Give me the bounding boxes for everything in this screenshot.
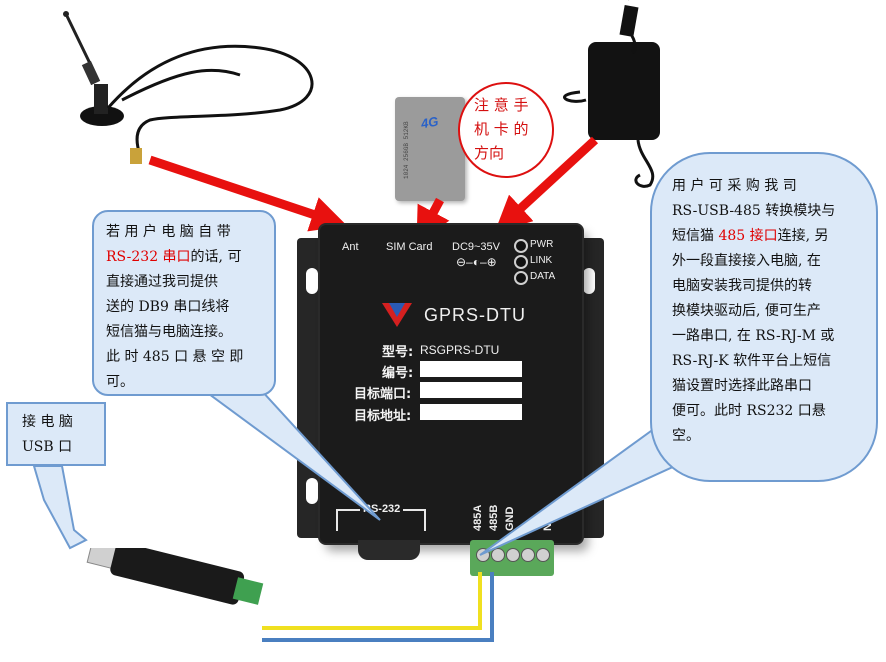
- usb-485-converter: [86, 548, 264, 605]
- callout-left-line-7: 可。: [106, 374, 134, 390]
- callout-left-line-6: 此 时 485 口 悬 空 即: [106, 349, 244, 365]
- address-field: [420, 404, 522, 420]
- callout-right-line-9: 猫设置时选择此路串口: [672, 378, 812, 394]
- callout-left: 若 用 户 电 脑 自 带 RS-232 串口的话, 可 直接通过我司提供 送的…: [92, 210, 276, 396]
- callout-right-line-8: RS-RJ-K 软件平台上短信: [672, 353, 832, 369]
- sim-card-label: SIM Card: [386, 241, 433, 253]
- callout-right-line-1: 用 户 可 采 购 我 司: [672, 178, 797, 194]
- callout-right-line-10: 便可。此时 RS232 口悬: [672, 403, 826, 419]
- rs232-highlight: RS-232 串口: [106, 249, 191, 265]
- serial-label: 编号:: [382, 366, 414, 381]
- serial-field: [420, 361, 522, 377]
- arrow-sim: [416, 197, 450, 244]
- callout-right: 用 户 可 采 购 我 司 RS-USB-485 转换模块与 短信猫 485 接…: [650, 152, 878, 482]
- power-label: DC9~35V: [452, 241, 501, 253]
- led-pwr-label: PWR: [530, 239, 554, 250]
- led-data-label: DATA: [530, 271, 556, 282]
- terminal-block: [470, 540, 554, 576]
- db9-connector: [358, 540, 420, 560]
- note-line-1: 注 意 手: [474, 96, 529, 114]
- callout-right-line-4: 外一段直接接入电脑, 在: [672, 253, 821, 269]
- arrow-power: [494, 136, 599, 233]
- power-adapter: [588, 42, 660, 140]
- 485-highlight: 485 接口: [718, 228, 778, 244]
- address-label: 目标地址:: [354, 409, 412, 424]
- port-field: [420, 382, 522, 398]
- callout-left-line-1: 若 用 户 电 脑 自 带: [106, 224, 231, 240]
- callout-left-line-3: 直接通过我司提供: [106, 274, 218, 290]
- callout-left-line-5: 短信猫与电脑连接。: [106, 324, 232, 340]
- brand-name: GPRS-DTU: [424, 305, 526, 325]
- gprs-dtu-device: Ant SIM Card DC9~35V ⊖–◐–⊕ PWR LINK DATA…: [320, 225, 582, 543]
- power-cord: [563, 0, 655, 188]
- callout-right-line-7: 一路串口, 在 RS-RJ-M 或: [672, 328, 835, 344]
- callout-right-line-5: 电脑安装我司提供的转: [672, 278, 812, 294]
- note-line-3: 方向: [474, 144, 505, 162]
- power-symbol: ⊖–◐–⊕: [456, 255, 497, 269]
- callout-right-line-6: 换模块驱动后, 便可生产: [672, 303, 821, 319]
- callout-right-line-2: RS-USB-485 转换模块与: [672, 203, 836, 219]
- callout-right-line-11: 空。: [672, 428, 700, 444]
- port-label: 目标端口:: [354, 387, 412, 402]
- note-line-2: 机 卡 的: [474, 120, 529, 138]
- led-data: [514, 271, 528, 285]
- callout-usb-line-1: 接 电 脑: [22, 414, 73, 430]
- led-pwr: [514, 239, 528, 253]
- sim-card: 4G 1024 256GB 512KB: [395, 97, 465, 201]
- callout-usb: 接 电 脑 USB 口: [6, 402, 106, 466]
- model-label: 型号:: [382, 345, 414, 360]
- arrow-antenna: [148, 155, 348, 232]
- model-value: RSGPRS-DTU: [420, 343, 500, 357]
- brand-logo-icon: [382, 303, 412, 327]
- callout-left-line-2: RS-232 串口的话, 可: [106, 249, 242, 265]
- led-link: [514, 255, 528, 269]
- callout-right-line-3: 短信猫 485 接口连接, 另: [672, 228, 829, 244]
- callout-usb-line-2: USB 口: [22, 439, 73, 455]
- sim-orientation-note: 注 意 手 机 卡 的 方向: [458, 82, 554, 178]
- led-link-label: LINK: [530, 255, 553, 266]
- ant-label: Ant: [342, 241, 359, 253]
- callout-left-line-4: 送的 DB9 串口线将: [106, 299, 230, 315]
